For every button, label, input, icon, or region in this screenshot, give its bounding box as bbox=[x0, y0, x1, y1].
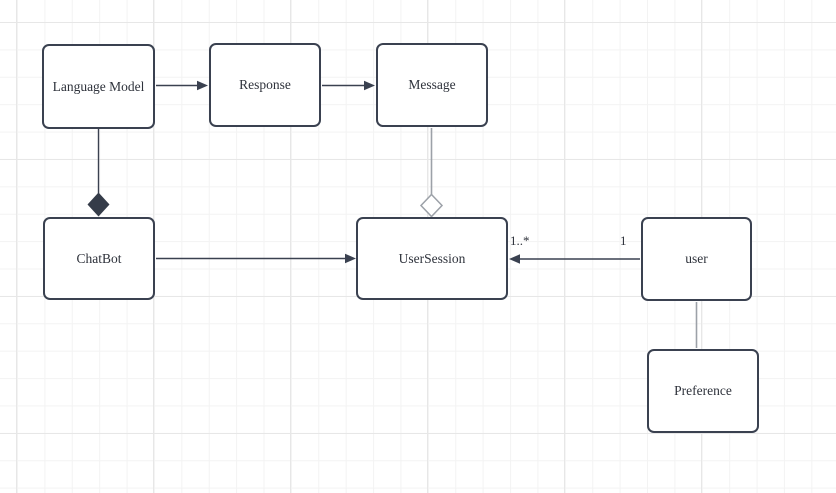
node-language-model[interactable]: Language Model bbox=[42, 44, 155, 129]
node-label: ChatBot bbox=[76, 250, 122, 266]
node-label: UserSession bbox=[398, 250, 466, 266]
multiplicity-label-source[interactable]: 1 bbox=[620, 233, 627, 248]
node-message[interactable]: Message bbox=[376, 43, 488, 127]
node-label: Message bbox=[408, 77, 456, 92]
node-user[interactable]: user bbox=[641, 217, 752, 301]
edge-language-model-response[interactable] bbox=[156, 80, 208, 91]
edge-message-user-session[interactable] bbox=[419, 128, 444, 218]
aggregation-diamond-icon bbox=[419, 193, 444, 218]
node-chatbot[interactable]: ChatBot bbox=[43, 217, 155, 300]
edge-response-message[interactable] bbox=[322, 80, 375, 91]
node-label: user bbox=[685, 251, 708, 266]
node-label: Response bbox=[239, 77, 291, 92]
node-response[interactable]: Response bbox=[209, 43, 321, 127]
edge-language-model-chatbot[interactable] bbox=[87, 129, 110, 217]
node-label: Language Model bbox=[52, 78, 145, 94]
composition-diamond-icon bbox=[87, 192, 110, 217]
multiplicity-label-target[interactable]: 1..* bbox=[510, 233, 530, 248]
node-user-session[interactable]: UserSession bbox=[356, 217, 508, 300]
node-label: Preference bbox=[674, 383, 732, 398]
edge-chatbot-user-session[interactable] bbox=[156, 253, 356, 264]
edge-user-user-session[interactable] bbox=[509, 254, 640, 264]
node-preference[interactable]: Preference bbox=[647, 349, 759, 433]
